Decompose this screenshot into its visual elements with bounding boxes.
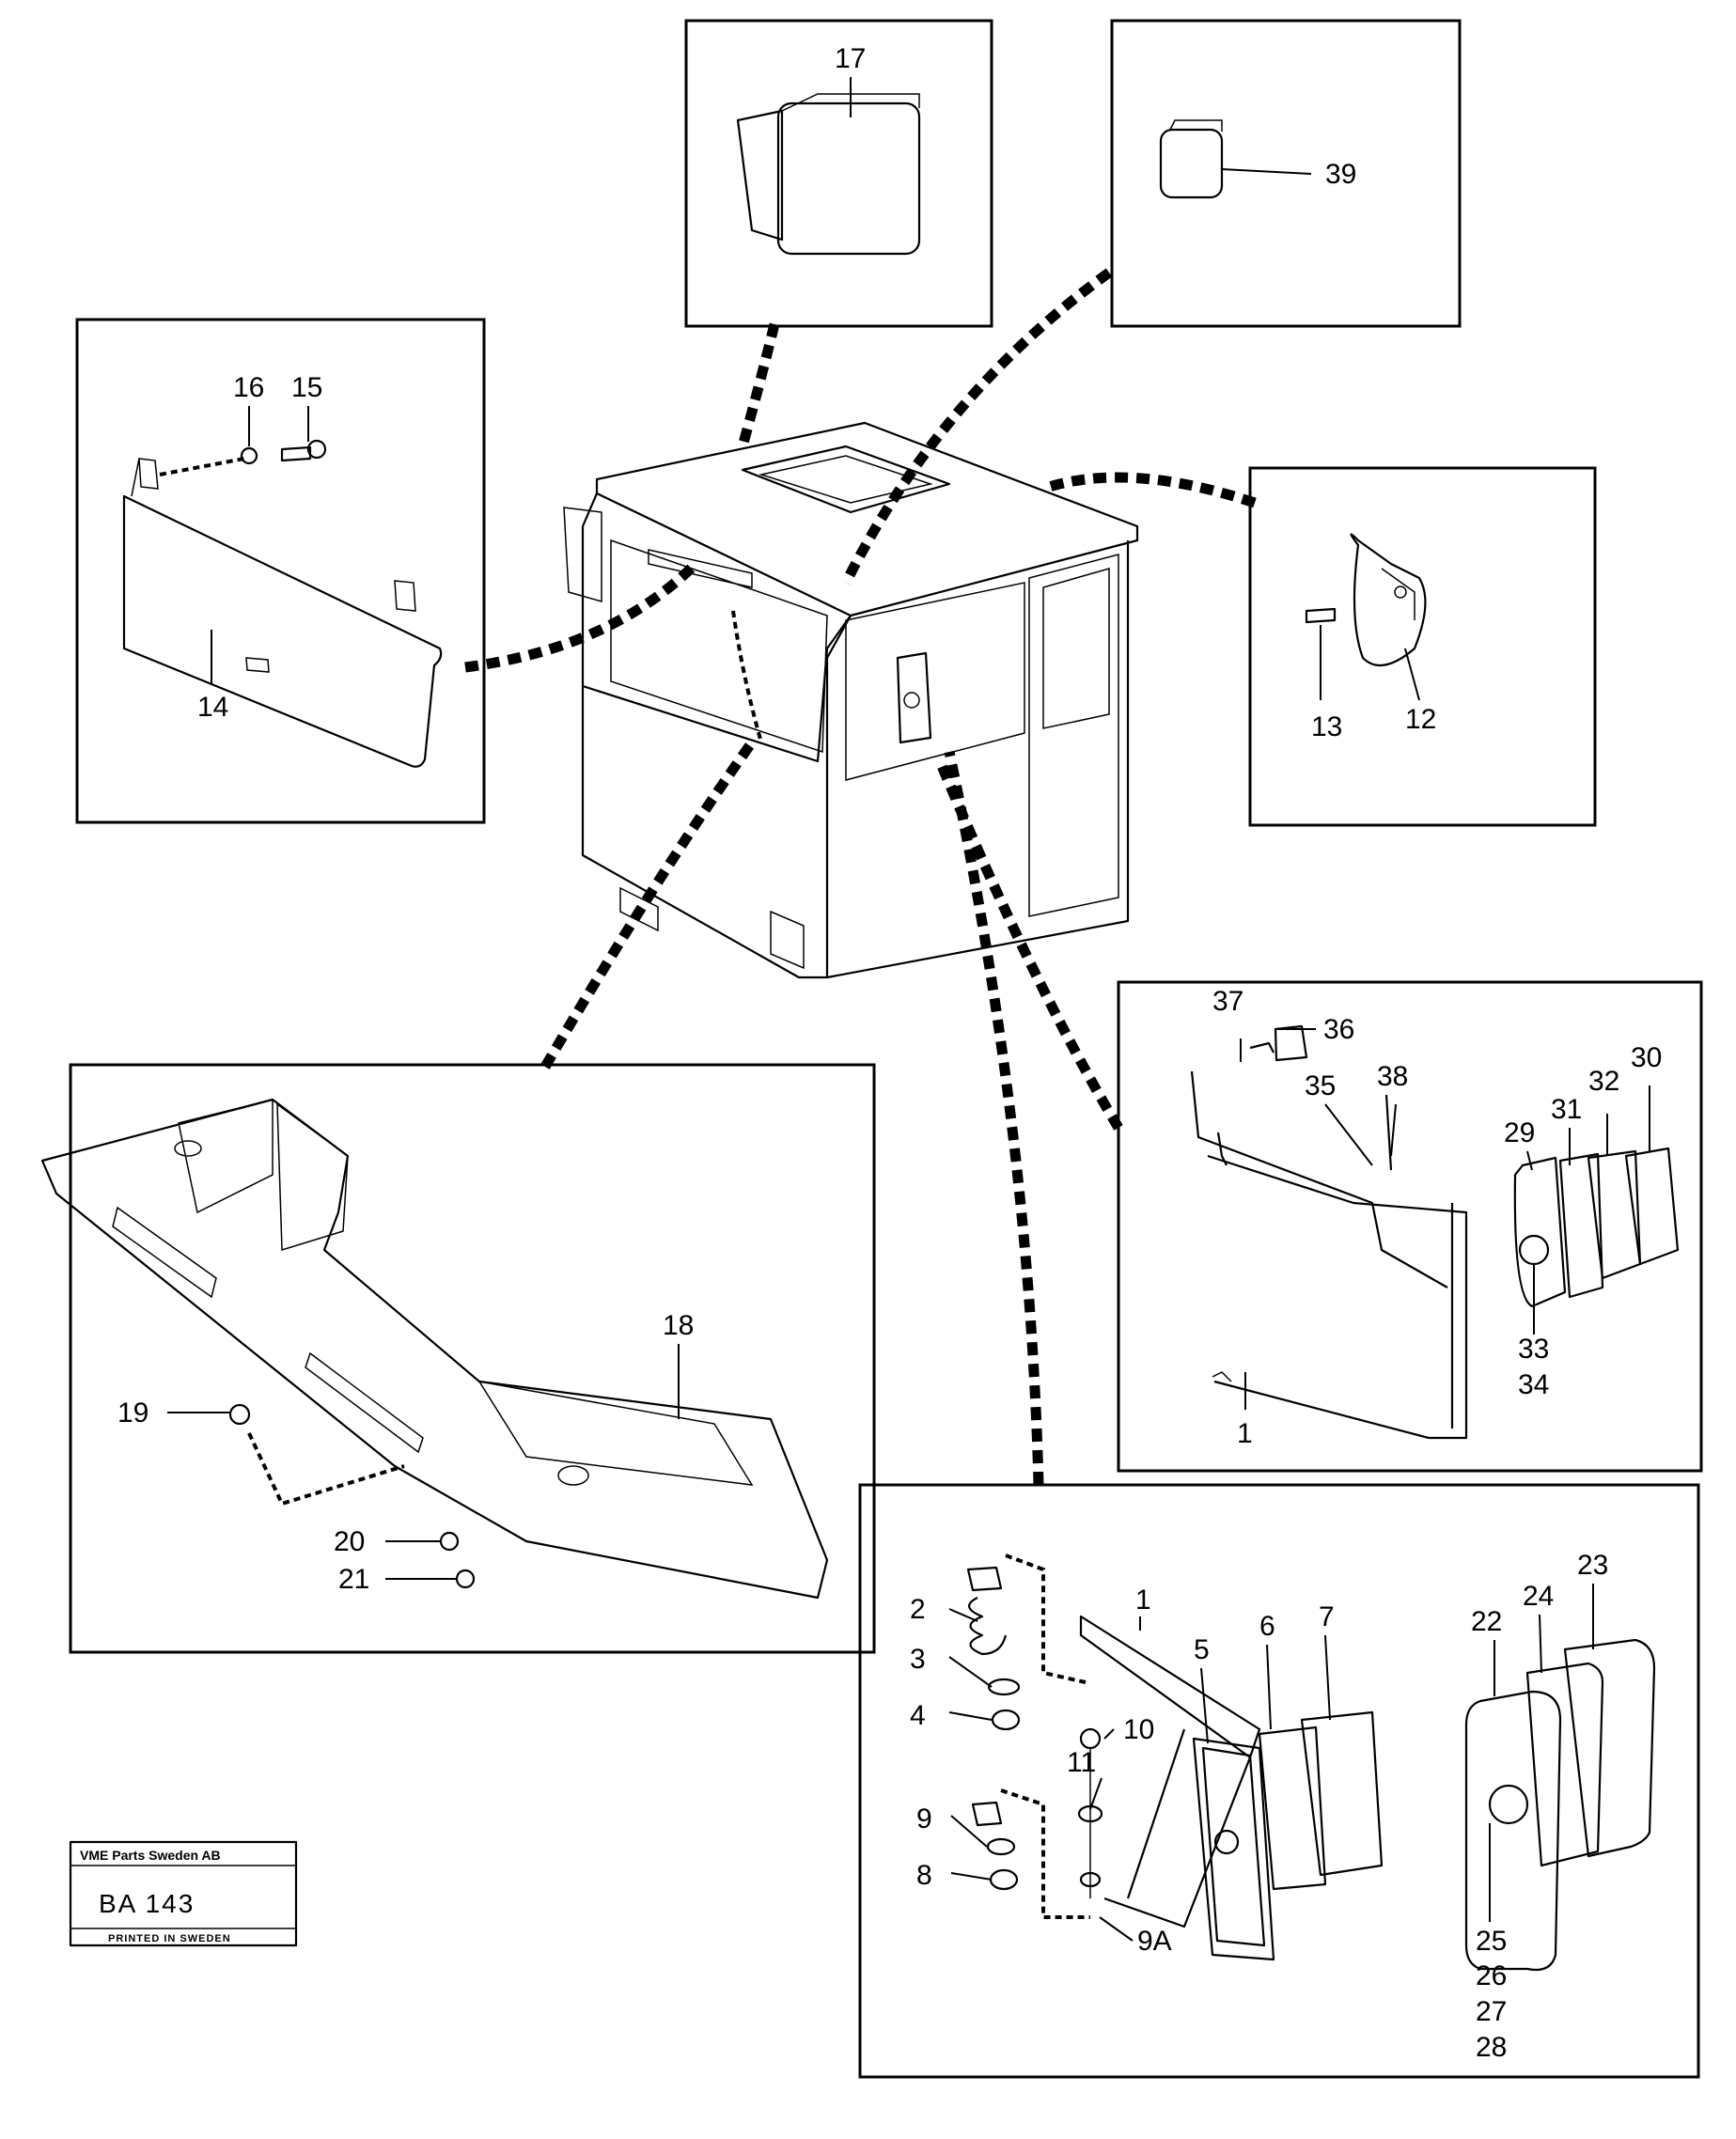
connector-39	[841, 268, 1113, 585]
label-21: 21	[338, 1564, 369, 1595]
panel-mirror-bracket: 37 36 35 38 30 32 31 29 33 34 1	[1117, 980, 1703, 1473]
connector-17	[737, 322, 780, 448]
label-24: 24	[1523, 1581, 1554, 1612]
label-36: 36	[1323, 1014, 1354, 1045]
panel-17: 17	[684, 19, 993, 328]
label-1a: 1	[1237, 1418, 1253, 1449]
label-12: 12	[1405, 704, 1436, 735]
label-7: 7	[1319, 1601, 1335, 1632]
label-4: 4	[910, 1700, 926, 1731]
label-27: 27	[1476, 1996, 1507, 2027]
stamp-printed: PRINTED IN SWEDEN	[108, 1933, 231, 1944]
connector-mirror-bottom	[944, 750, 1044, 1486]
label-18: 18	[663, 1310, 694, 1341]
label-1b: 1	[1135, 1585, 1151, 1616]
panel-12: 13 12	[1248, 466, 1597, 827]
label-34: 34	[1518, 1369, 1549, 1400]
label-23: 23	[1577, 1550, 1608, 1581]
label-32: 32	[1588, 1066, 1619, 1097]
label-38: 38	[1377, 1061, 1408, 1092]
connector-18	[540, 739, 757, 1070]
label-15: 15	[291, 372, 322, 403]
panel-14: 16 15 14	[75, 318, 486, 824]
label-17: 17	[835, 43, 866, 74]
label-6: 6	[1259, 1611, 1275, 1642]
label-11: 11	[1067, 1747, 1096, 1778]
connector-14-inner	[731, 610, 763, 743]
connector-14	[464, 560, 699, 673]
connector-lines	[464, 268, 1257, 1486]
label-33: 33	[1518, 1334, 1549, 1365]
connector-12	[1041, 472, 1257, 508]
label-20: 20	[334, 1526, 365, 1557]
label-37: 37	[1212, 986, 1243, 1017]
panel-39: 39	[1110, 19, 1462, 328]
label-39: 39	[1325, 159, 1356, 190]
label-9a: 9A	[1137, 1926, 1172, 1957]
label-19: 19	[117, 1397, 149, 1429]
panel-18: 18 19 20 21	[40, 1063, 876, 1654]
label-2: 2	[910, 1594, 926, 1625]
label-3: 3	[910, 1644, 926, 1675]
label-8: 8	[916, 1860, 932, 1891]
label-5: 5	[1194, 1634, 1210, 1665]
label-25: 25	[1476, 1926, 1507, 1957]
label-35: 35	[1305, 1070, 1336, 1101]
label-16: 16	[233, 372, 264, 403]
stamp-company: VME Parts Sweden AB	[80, 1848, 221, 1863]
label-13: 13	[1311, 711, 1342, 742]
label-28: 28	[1476, 2032, 1507, 2063]
label-22: 22	[1471, 1606, 1502, 1637]
label-31: 31	[1551, 1094, 1582, 1125]
connector-mirror-right	[934, 758, 1123, 1131]
label-9: 9	[916, 1803, 932, 1835]
panel-mirror-assembly: 2 3 4 9 8 1 5 6 7 10 11 9A 22 24 23 25 2…	[858, 1483, 1700, 2079]
label-26: 26	[1476, 1960, 1507, 1991]
cab-drawing	[563, 421, 1139, 979]
label-30: 30	[1631, 1042, 1662, 1073]
label-29: 29	[1504, 1117, 1535, 1148]
stamp-code: BA 143	[99, 1889, 195, 1918]
label-14: 14	[197, 692, 228, 723]
label-10: 10	[1123, 1714, 1154, 1745]
catalog-stamp: VME Parts Sweden AB BA 143 PRINTED IN SW…	[69, 1840, 298, 1947]
